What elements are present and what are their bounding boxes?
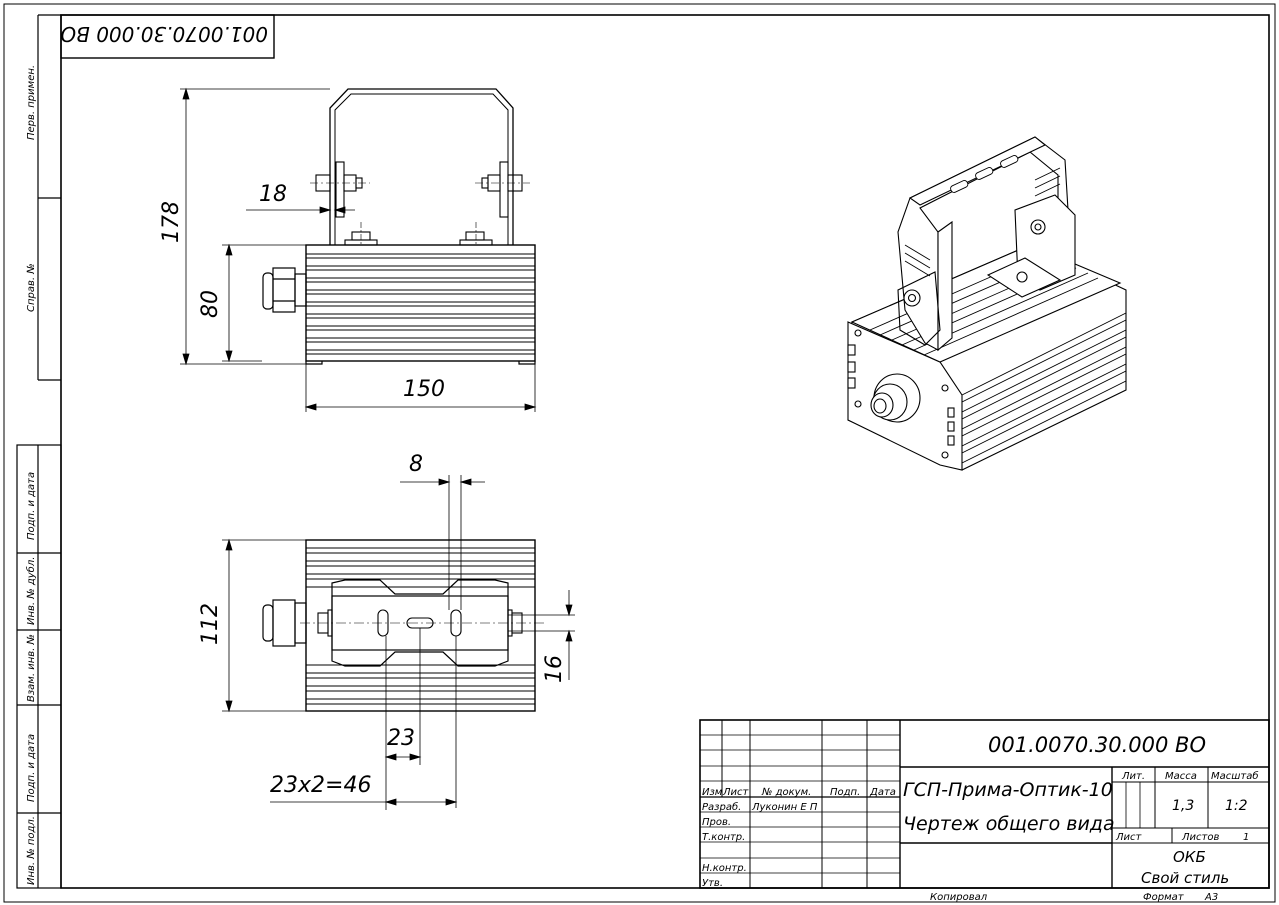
- title-product-name: ГСП-Прима-Оптик-10: [903, 779, 1113, 801]
- org-line1: ОКБ: [1173, 848, 1206, 866]
- isometric-view: [847, 136, 1127, 471]
- org-line2: Свой стиль: [1141, 869, 1229, 887]
- stamp-inv-podl: Инв. № подл.: [26, 816, 37, 885]
- lit-label: Лит.: [1121, 771, 1145, 782]
- title-doc-code: 001.0070.30.000 ВО: [988, 733, 1206, 757]
- side-stamp-column: Перв. примен. Справ. № Подп. и дата Инв.…: [16, 14, 62, 889]
- stamp-sprav-no: Справ. №: [26, 263, 37, 312]
- dim-23x2-46: 23x2=46: [270, 773, 371, 798]
- dim-8: 8: [409, 452, 423, 477]
- dim-178: 178: [159, 201, 184, 243]
- mirrored-doc-code: 001.0070.30.000 ВО: [60, 22, 268, 46]
- top-view: [262, 539, 545, 712]
- front-view: [262, 88, 536, 365]
- stamp-vzam-inv: Взам. инв. №: [26, 634, 37, 702]
- top-view-dimensions: [222, 475, 575, 810]
- role-nkontr: Н.контр.: [702, 863, 747, 874]
- stamp-inv-dubl: Инв. № дубл.: [25, 557, 37, 625]
- mass-value: 1,3: [1172, 798, 1194, 814]
- role-utv: Утв.: [702, 878, 723, 889]
- format-label: Формат: [1143, 892, 1185, 903]
- scale-value: 1:2: [1225, 798, 1248, 814]
- sheets-label: Листов: [1181, 832, 1219, 843]
- outer-border: [3, 3, 1276, 903]
- dim-150: 150: [403, 377, 445, 402]
- sheets-value: 1: [1243, 832, 1249, 843]
- title-drawing-type: Чертеж общего вида: [903, 813, 1115, 835]
- format-value: А3: [1204, 892, 1218, 903]
- hdr-data: Дата: [869, 787, 896, 798]
- dim-23: 23: [387, 726, 415, 751]
- hdr-podp: Подп.: [830, 787, 860, 798]
- developer-name: Луконин Е П: [751, 802, 818, 813]
- role-tkontr: Т.контр.: [702, 832, 745, 843]
- copied-label: Копировал: [930, 892, 988, 903]
- stamp-podp-data-2: Подп. и дата: [26, 734, 37, 802]
- dim-112: 112: [198, 603, 223, 645]
- hdr-izm: Изм: [702, 787, 723, 798]
- mass-label: Масса: [1165, 771, 1197, 782]
- dim-18: 18: [259, 182, 287, 207]
- front-view-dimensions: [180, 87, 537, 412]
- sheet-label: Лист: [1115, 832, 1143, 843]
- role-prov: Пров.: [702, 817, 731, 828]
- scale-label: Масштаб: [1211, 770, 1259, 782]
- drawing-frame: [60, 14, 1270, 889]
- mirrored-code-box: 001.0070.30.000 ВО: [60, 14, 275, 59]
- dim-16: 16: [542, 655, 567, 683]
- hdr-docnum: № докум.: [761, 787, 811, 798]
- role-razrab: Разраб.: [702, 801, 741, 813]
- dim-80: 80: [198, 290, 223, 318]
- stamp-podp-data-1: Подп. и дата: [26, 472, 37, 540]
- stamp-perv-primen: Перв. примен.: [26, 65, 37, 140]
- hdr-list: Лист: [722, 787, 750, 798]
- title-block: [699, 719, 1270, 889]
